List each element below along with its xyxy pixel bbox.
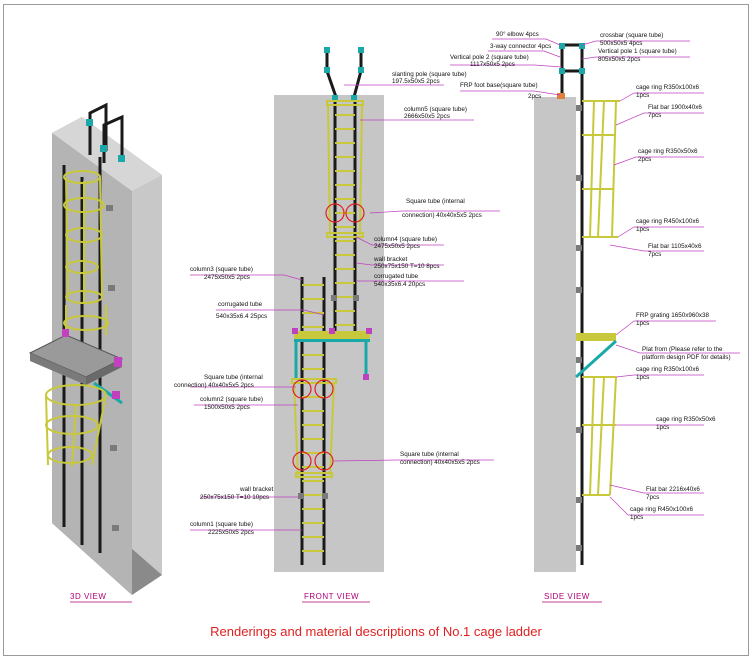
label-column3: column3 (square tube) bbox=[190, 266, 253, 273]
label-flat-bar-2-qty: 7pcs bbox=[648, 251, 661, 258]
label-column3-spec: 2475x50x5 2pcs bbox=[204, 274, 250, 281]
label-wall-bracket-2-spec: 250x75x150 T=10 10pcs bbox=[200, 494, 269, 501]
label-corrugated-tube-2: corrugated tube bbox=[218, 301, 263, 308]
label-column2: column2 (square tube) bbox=[200, 396, 263, 403]
label-vertical-pole-1: Vertical pole 1 (square tube) bbox=[598, 48, 677, 55]
label-wall-bracket-1: wall bracket bbox=[373, 256, 407, 263]
label-crossbar-spec: 500x50x5 4pcs bbox=[600, 40, 642, 47]
label-platform: Plat from (Please refer to the bbox=[642, 346, 723, 353]
label-flat-bar-2: Flat bar 1105x40x6 bbox=[648, 243, 702, 250]
label-frp-grating: FRP grating 1650x960x38 bbox=[636, 312, 710, 319]
label-square-tube-1-spec: connection) 40x40x5x5 2pcs bbox=[402, 212, 482, 219]
label-cage-ring-5-qty: 1pcs bbox=[656, 424, 669, 431]
label-cage-ring-5: cage ring R350x50x6 bbox=[656, 416, 716, 423]
label-column5: column5 (square tube) bbox=[404, 106, 467, 113]
label-3way-connector: 3-way connector 4pcs bbox=[490, 43, 551, 50]
view-label-front: FRONT VIEW bbox=[304, 592, 359, 601]
view-label-3d: 3D VIEW bbox=[70, 592, 106, 601]
label-crossbar: crossbar (square tube) bbox=[600, 32, 663, 39]
label-cage-ring-3-qty: 1pcs bbox=[636, 226, 649, 233]
label-column1-spec: 2225x50x5 2pcs bbox=[208, 529, 254, 536]
drawing-frame: 3D VIEW bbox=[3, 4, 749, 656]
label-platform-note: platform design PDF for details) bbox=[642, 354, 731, 361]
label-column1: column1 (square tube) bbox=[190, 521, 253, 528]
label-flat-bar-3-qty: 7pcs bbox=[646, 494, 659, 501]
label-cage-ring-1: cage ring R350x100x6 bbox=[636, 84, 700, 91]
label-cage-ring-4: cage ring R350x100x6 bbox=[636, 366, 700, 373]
label-square-tube-3: Square tube (internal bbox=[400, 451, 459, 458]
label-vertical-pole-1-spec: 805x50x5 2pcs bbox=[598, 56, 640, 63]
label-cage-ring-4-qty: 1pcs bbox=[636, 374, 649, 381]
label-cage-ring-2: cage ring R350x50x6 bbox=[638, 148, 698, 155]
label-corrugated-tube-1: corrugated tube bbox=[374, 273, 419, 280]
label-cage-ring-6: cage ring R450x100x6 bbox=[630, 506, 694, 513]
label-vertical-pole-2-spec: 1117x50x5 2pcs bbox=[470, 61, 515, 68]
label-cage-ring-2-qty: 2pcs bbox=[638, 156, 651, 163]
view-side: 90° elbow 4pcs 3-way connector 4pcs Vert… bbox=[450, 30, 740, 603]
label-slanting-pole: slanting pole (square tube) bbox=[392, 71, 467, 78]
label-frp-foot-base-spec: 2pcs bbox=[528, 93, 541, 100]
label-elbow: 90° elbow 4pcs bbox=[496, 30, 539, 38]
label-cage-ring-6-qty: 1pcs bbox=[630, 514, 643, 521]
view-3d: 3D VIEW bbox=[28, 102, 162, 603]
label-corrugated-tube-1-spec: 540x35x6.4 20pcs bbox=[374, 281, 425, 288]
label-square-tube-2: Square tube (internal bbox=[204, 374, 263, 381]
label-column4: column4 (square tube) bbox=[374, 236, 437, 243]
label-flat-bar-1-qty: 7pcs bbox=[648, 112, 661, 119]
label-cage-ring-1-qty: 1pcs bbox=[636, 92, 649, 99]
label-column2-spec: 1500x50x5 2pcs bbox=[204, 404, 250, 411]
cage-ladder-drawing: 3D VIEW bbox=[28, 30, 740, 639]
label-slanting-pole-spec: 197.5x50x5 2pcs bbox=[392, 78, 440, 85]
label-square-tube-3-spec: connection) 40x40x5x5 2pcs bbox=[400, 459, 480, 466]
view-front: slanting pole (square tube) 197.5x50x5 2… bbox=[174, 47, 500, 603]
label-vertical-pole-2: Vertical pole 2 (square tube) bbox=[450, 54, 529, 61]
label-column4-spec: 2475x50x5 2pcs bbox=[374, 243, 420, 250]
label-square-tube-2-spec: connection) 40x40x5x5 2pcs bbox=[174, 382, 254, 389]
label-wall-bracket-2: wall bracket bbox=[239, 486, 273, 493]
label-wall-bracket-1-spec: 250x75x150 T=10 8pcs bbox=[374, 263, 440, 270]
label-column5-spec: 2666x50x5 2pcs bbox=[404, 113, 450, 120]
label-corrugated-tube-2-spec: 540x35x6.4 25pcs bbox=[216, 313, 267, 320]
label-frp-grating-qty: 1pcs bbox=[636, 320, 649, 327]
label-flat-bar-3: Flat bar 2216x40x6 bbox=[646, 486, 700, 493]
label-flat-bar-1: Flat bar 1900x40x6 bbox=[648, 104, 702, 111]
view-label-side: SIDE VIEW bbox=[544, 592, 590, 601]
label-square-tube-1: Square tube (internal bbox=[406, 198, 465, 205]
label-cage-ring-3: cage ring R450x100x6 bbox=[636, 218, 700, 225]
label-frp-foot-base: FRP foot base(square tube) bbox=[460, 82, 538, 89]
drawing-caption: Renderings and material descriptions of … bbox=[210, 624, 542, 639]
